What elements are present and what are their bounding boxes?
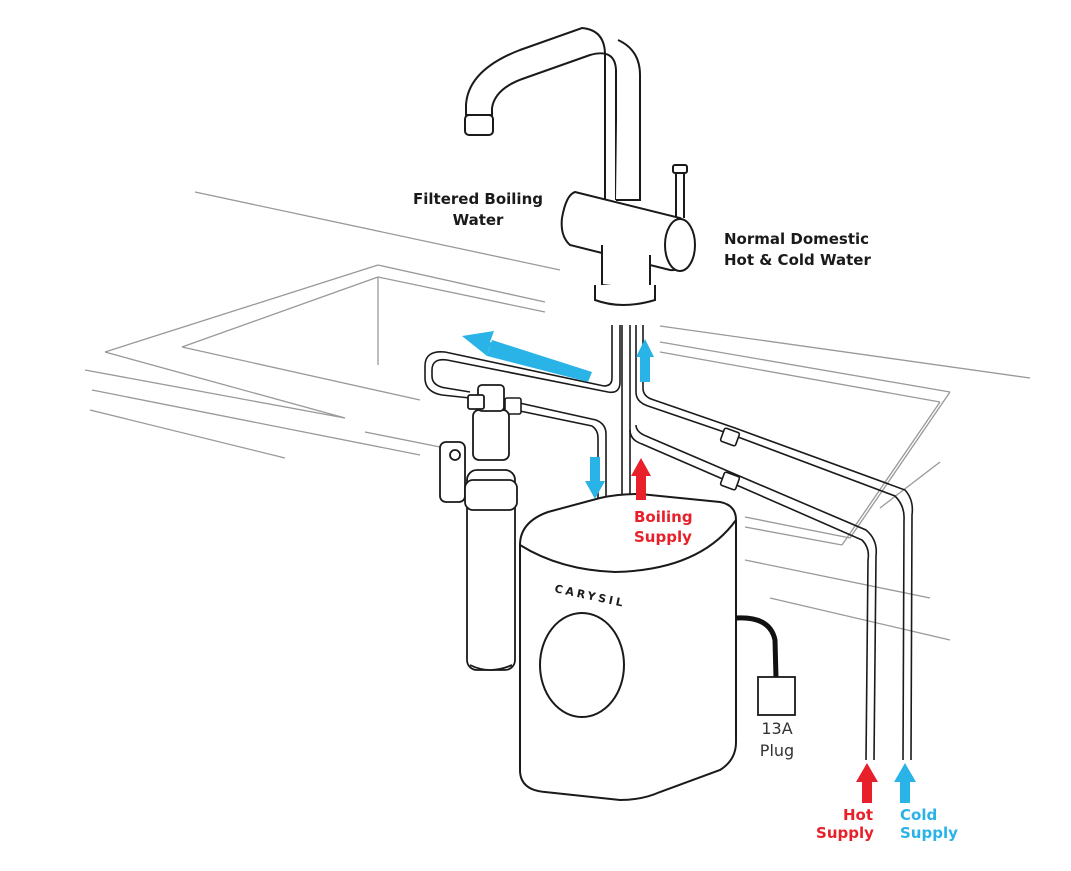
cold-supply-label-1: Cold (900, 806, 937, 824)
cold-up-arrow-tap (636, 339, 654, 382)
normal-domestic-label-2: Hot & Cold Water (724, 251, 871, 269)
worktop-and-sink-outline (84, 191, 1031, 641)
plug-label-2: Plug (760, 741, 794, 760)
boiling-up-arrow (631, 458, 651, 500)
filtered-boiling-label-1: Filtered Boiling (413, 190, 543, 208)
filtered-boiling-label-2: Water (453, 211, 504, 229)
boiling-supply-label-1: Boiling (634, 508, 693, 526)
water-filter (439, 384, 518, 671)
cold-down-arrow-heater (585, 457, 605, 499)
cold-supply-label-2: Supply (900, 824, 958, 842)
boiling-supply-label-2: Supply (634, 528, 692, 546)
hot-supply-arrow (856, 763, 878, 803)
boiling-water-tap (464, 26, 696, 306)
hot-supply-label-2: Supply (816, 824, 874, 842)
power-cable-and-plug (735, 615, 796, 716)
cold-supply-arrow (894, 763, 916, 803)
filtered-flow-arrow-body (487, 340, 592, 382)
hot-supply-label-1: Hot (843, 806, 873, 824)
plug-label-1: 13A (761, 719, 792, 738)
normal-domestic-label-1: Normal Domestic (724, 230, 869, 248)
boiling-water-tank (519, 492, 737, 802)
flow-arrows (462, 331, 916, 803)
